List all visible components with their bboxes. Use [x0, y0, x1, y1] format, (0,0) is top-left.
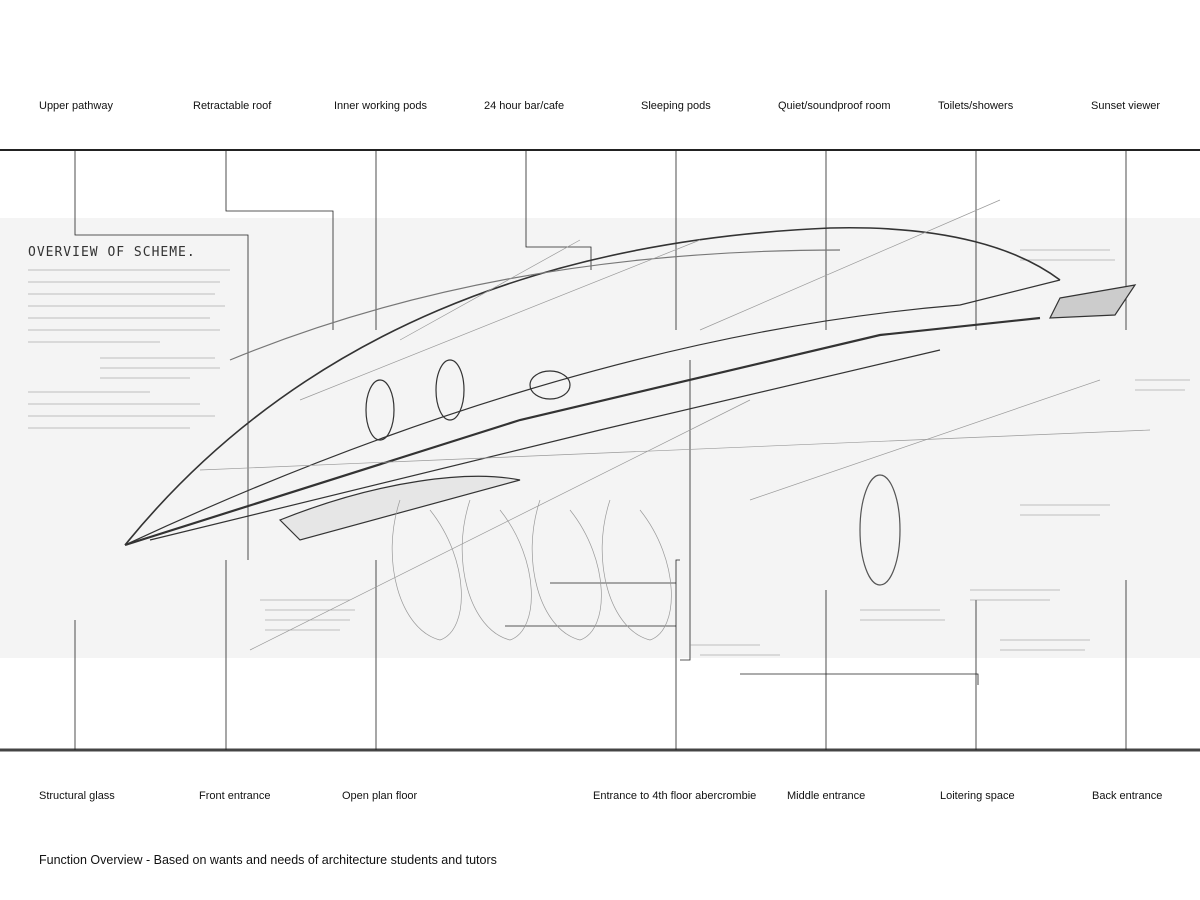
- label-sunset-viewer: Sunset viewer: [1091, 100, 1161, 112]
- label-middle-entrance: Middle entrance: [787, 790, 866, 802]
- label-bar-cafe: 24 hour bar/cafe: [484, 100, 565, 112]
- structure-sketch: [124, 226, 1137, 586]
- leader-lines: [74, 150, 1127, 750]
- label-retractable-roof: Retractable roof: [193, 100, 272, 112]
- label-toilets-showers: Toilets/showers: [938, 100, 1014, 112]
- label-structural-glass: Structural glass: [39, 790, 115, 802]
- label-open-plan-floor: Open plan floor: [342, 790, 418, 802]
- label-entrance-4th-floor: Entrance to 4th floor abercrombie: [593, 790, 757, 802]
- label-back-entrance: Back entrance: [1092, 790, 1163, 802]
- label-sleeping-pods: Sleeping pods: [641, 100, 711, 112]
- label-front-entrance: Front entrance: [199, 790, 271, 802]
- label-inner-working-pods: Inner working pods: [334, 100, 427, 112]
- label-loitering-space: Loitering space: [940, 790, 1015, 802]
- label-quiet-room: Quiet/soundproof room: [778, 100, 891, 112]
- figure-caption: Function Overview - Based on wants and n…: [39, 853, 497, 867]
- handwritten-notes: [28, 249, 1190, 656]
- hanging-pods-sketch: [199, 199, 1151, 651]
- sketch-heading: OVERVIEW OF SCHEME.: [28, 245, 196, 260]
- paper-background: [0, 218, 1200, 658]
- architectural-sketch: OVERVIEW OF SCHEME.: [0, 149, 1200, 752]
- label-upper-pathway: Upper pathway: [39, 100, 113, 112]
